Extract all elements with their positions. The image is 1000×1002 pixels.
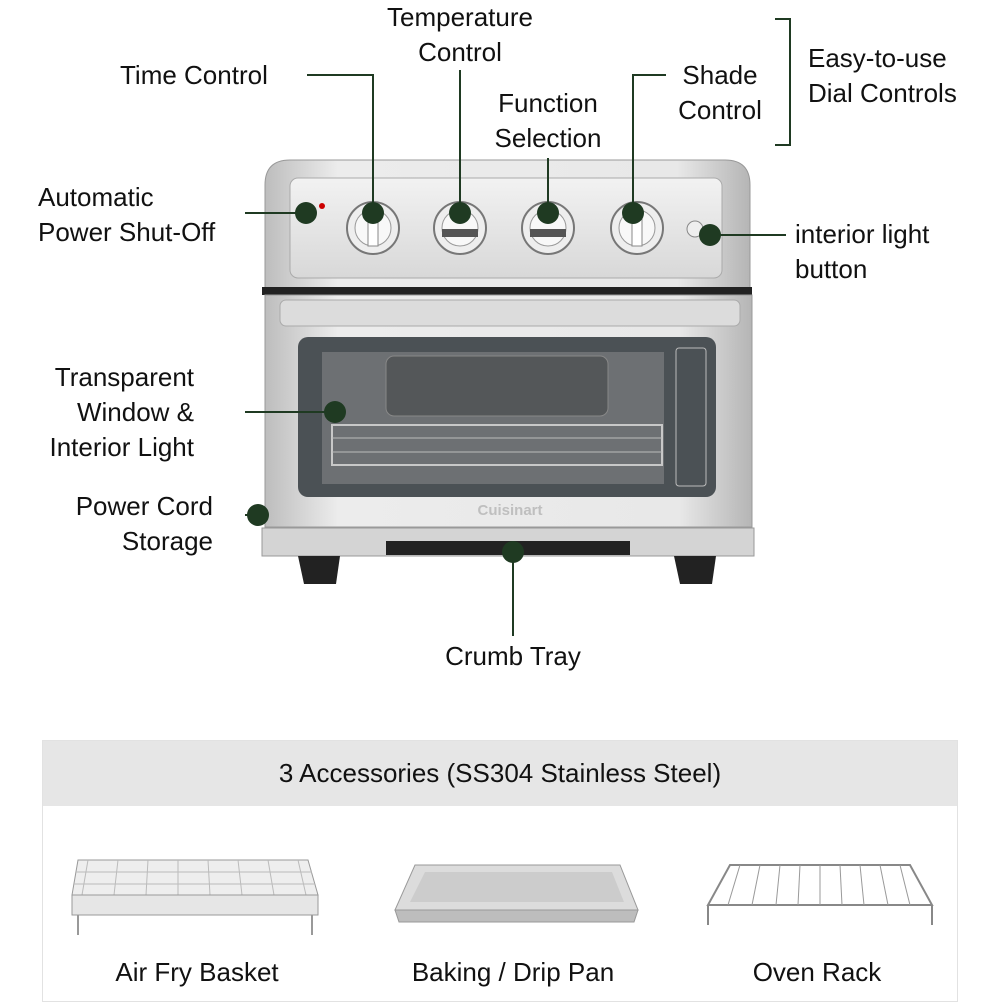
dot-function <box>537 202 559 224</box>
label-interior-light-button: interior light button <box>795 219 930 284</box>
baking-pan-image <box>394 864 639 923</box>
label-window: Transparent Window & Interior Light <box>49 362 194 462</box>
dot-cord <box>247 504 269 526</box>
leader-temperature <box>459 70 461 213</box>
leader-shade-h <box>632 74 666 76</box>
label-crumb-tray: Crumb Tray <box>445 641 581 671</box>
dot-temperature <box>449 202 471 224</box>
accessories-title: 3 Accessories (SS304 Stainless Steel) <box>43 741 957 806</box>
accessory-label: Baking / Drip Pan <box>411 957 615 987</box>
oven-rack-image <box>706 864 934 925</box>
air-fry-basket-image <box>71 859 319 935</box>
leader-time-v <box>372 74 374 213</box>
accessory-label: Air Fry Basket <box>115 957 279 987</box>
dot-time <box>362 202 384 224</box>
leader-shade-v <box>632 74 634 213</box>
accessories-panel: 3 Accessories (SS304 Stainless Steel) <box>42 740 958 1002</box>
dot-shutoff <box>295 202 317 224</box>
label-temperature-control: Temperature Control <box>387 2 533 67</box>
accessory-label: Oven Rack <box>752 957 882 987</box>
label-cord-storage: Power Cord Storage <box>75 491 213 556</box>
leader-time-h <box>307 74 374 76</box>
leader-shutoff <box>245 212 306 214</box>
label-shade-control: Shade Control <box>678 60 762 125</box>
bracket-vertical <box>789 18 791 146</box>
toaster-oven-illustration <box>261 159 755 584</box>
leader-light-button <box>710 234 786 236</box>
dot-light-button <box>699 224 721 246</box>
leader-crumb <box>512 552 514 636</box>
leader-function <box>547 158 549 213</box>
label-auto-shutoff: Automatic Power Shut-Off <box>38 182 216 247</box>
bracket-bottom <box>775 144 791 146</box>
dot-window <box>324 401 346 423</box>
brand-logo: Cuisinart <box>477 502 543 519</box>
label-dial-controls: Easy-to-use Dial Controls <box>808 43 957 108</box>
bracket-top <box>775 18 791 20</box>
dot-shade <box>622 202 644 224</box>
dot-crumb <box>502 541 524 563</box>
label-time-control: Time Control <box>120 60 268 90</box>
label-function-selection: Function Selection <box>494 88 602 153</box>
leader-window <box>245 411 335 413</box>
